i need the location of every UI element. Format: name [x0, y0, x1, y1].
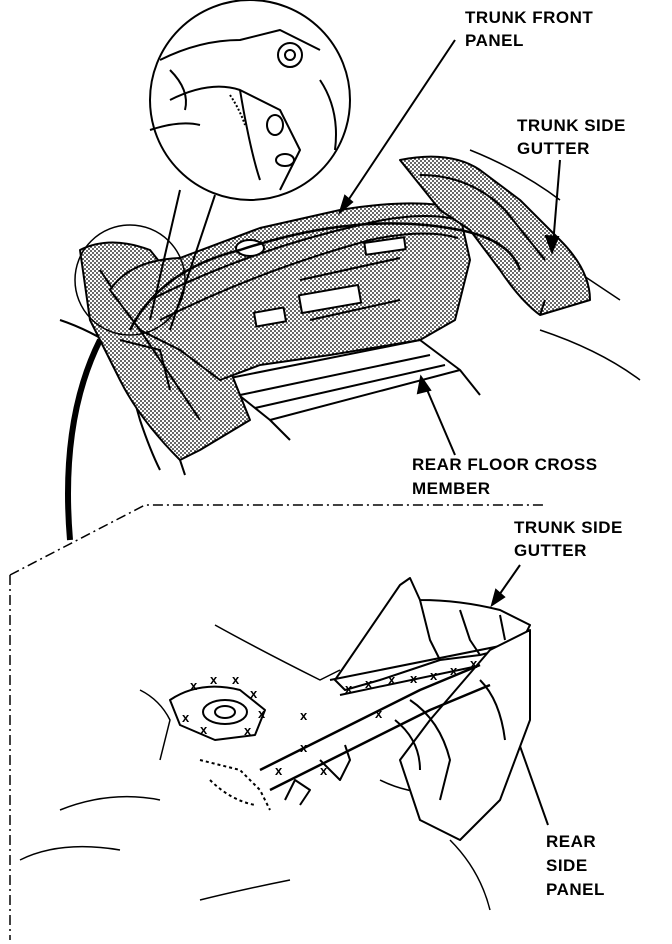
label-rear-floor-cross-member-1: REAR FLOOR CROSS [412, 455, 598, 474]
label-trunk-front-panel-1: TRUNK FRONT [465, 8, 593, 27]
label-trunk-front-panel-2: PANEL [465, 31, 524, 50]
trunk-side-gutter-upper [399, 155, 591, 316]
svg-text:x: x [190, 678, 198, 693]
svg-text:x: x [450, 663, 458, 678]
svg-text:x: x [232, 672, 240, 687]
label-trunk-side-gutter-bottom-2: GUTTER [514, 541, 587, 560]
svg-text:x: x [430, 668, 438, 683]
labels: TRUNK FRONT PANEL TRUNK SIDE GUTTER REAR… [412, 8, 626, 899]
svg-text:x: x [300, 740, 308, 755]
label-rear-side-panel-2: SIDE [546, 856, 588, 875]
svg-text:x: x [244, 723, 252, 738]
detail-circle-top [149, 0, 351, 201]
label-rear-floor-cross-member-2: MEMBER [412, 479, 491, 498]
svg-text:x: x [250, 686, 258, 701]
svg-text:x: x [365, 676, 373, 691]
svg-text:x: x [182, 710, 190, 725]
label-trunk-side-gutter-top-1: TRUNK SIDE [517, 116, 626, 135]
label-rear-side-panel-1: REAR [546, 832, 596, 851]
svg-text:x: x [275, 763, 283, 778]
svg-text:x: x [388, 672, 396, 687]
label-trunk-side-gutter-bottom-1: TRUNK SIDE [514, 518, 623, 537]
flange-with-hole [169, 685, 266, 741]
label-rear-side-panel-3: PANEL [546, 880, 605, 899]
svg-text:x: x [410, 671, 418, 686]
svg-text:x: x [345, 681, 353, 696]
svg-text:x: x [210, 672, 218, 687]
rear-side-panel [394, 629, 531, 841]
svg-text:x: x [200, 722, 208, 737]
upper-assembly [59, 0, 641, 541]
svg-text:x: x [258, 706, 266, 721]
svg-text:x: x [320, 763, 328, 778]
svg-text:x: x [375, 706, 383, 721]
detail-inset [9, 504, 545, 940]
weld-rail [259, 663, 491, 806]
svg-text:x: x [470, 656, 478, 671]
label-trunk-side-gutter-top-2: GUTTER [517, 139, 590, 158]
svg-text:x: x [300, 708, 308, 723]
rear-floor-cross-member [219, 339, 481, 441]
